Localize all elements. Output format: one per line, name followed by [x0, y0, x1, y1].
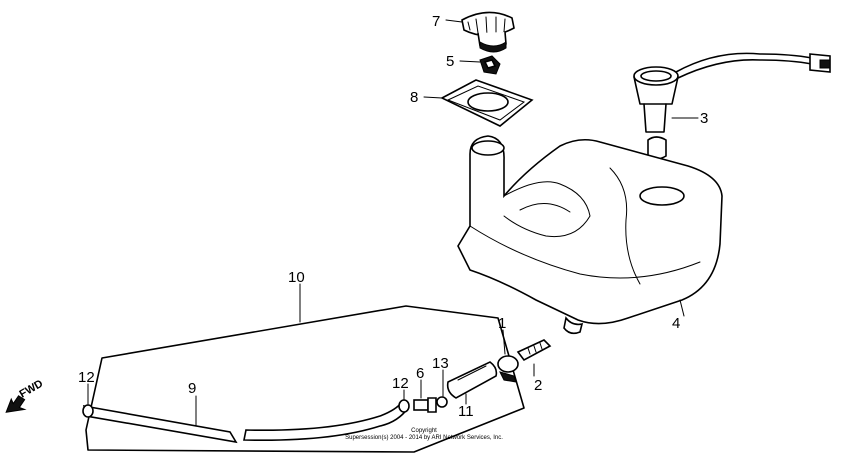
label-part-5: 5	[446, 53, 454, 70]
filler-cap[interactable]	[461, 11, 515, 53]
fuel-nipple[interactable]	[516, 339, 552, 362]
label-part-3: 3	[700, 110, 708, 127]
filler-gasket[interactable]	[440, 79, 534, 127]
hose-joint[interactable]	[413, 397, 437, 413]
hose-clamp[interactable]	[497, 355, 519, 383]
fuel-tank[interactable]	[457, 135, 723, 335]
copyright-line-1: Copyright	[411, 428, 437, 434]
label-part-10: 10	[288, 269, 305, 286]
label-part-13: 13	[432, 355, 449, 372]
label-part-4: 4	[672, 315, 680, 332]
label-part-11: 11	[458, 403, 474, 420]
fuel-gauge-sender[interactable]	[633, 52, 831, 160]
copyright-line-2: Supersession(s) 2004 - 2014 by ARI Netwo…	[345, 435, 503, 441]
hose-kit-outline	[85, 305, 525, 453]
small-clip[interactable]	[436, 396, 448, 408]
fwd-label: FWD	[18, 378, 46, 401]
fwd-arrow: FWD	[5, 378, 46, 413]
hose-clip-left[interactable]	[82, 404, 94, 418]
label-part-12-right: 12	[392, 375, 409, 392]
cap-clip[interactable]	[479, 55, 501, 75]
label-part-6: 6	[416, 365, 424, 382]
fuel-strainer[interactable]	[446, 361, 498, 399]
label-part-8: 8	[410, 89, 418, 106]
hose-clip-right[interactable]	[398, 399, 410, 413]
label-part-2: 2	[534, 377, 542, 394]
label-part-9: 9	[188, 380, 196, 397]
label-part-1: 1	[498, 315, 506, 332]
label-part-7: 7	[432, 13, 440, 30]
label-part-12-left: 12	[78, 369, 95, 386]
